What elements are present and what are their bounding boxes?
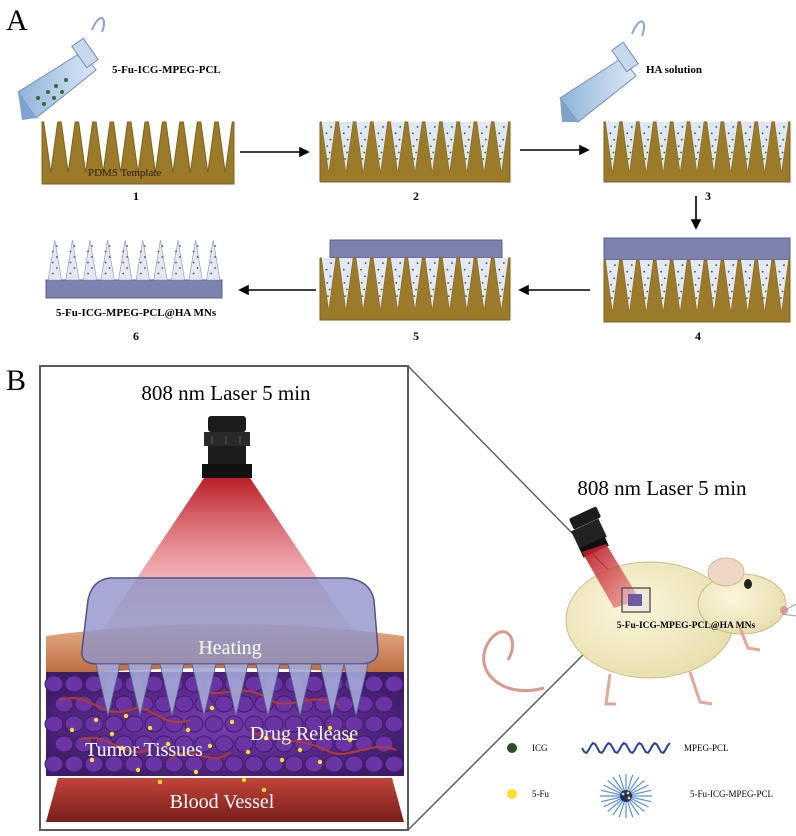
legend-mpeg-pcl-label: MPEG-PCL	[684, 743, 729, 753]
pdms-template-2	[319, 121, 511, 183]
mouse-treatment-area	[621, 587, 651, 613]
tube-2-label: HA solution	[646, 64, 702, 76]
tumor-tissues-label: Tumor Tissues	[85, 739, 203, 761]
drug-release-label: Drug Release	[250, 723, 358, 745]
mouse-patch-label: 5-Fu-ICG-MPEG-PCL@HA MNs	[617, 621, 756, 631]
heating-label: Heating	[198, 637, 261, 659]
laser-head-icon	[202, 416, 252, 478]
step-number-2: 2	[413, 189, 419, 203]
pdms-template-3	[603, 121, 791, 183]
mouse-laser-label: 808 nm Laser 5 min	[577, 476, 747, 500]
microneedles	[95, 663, 369, 717]
blood-vessel-label: Blood Vessel	[170, 791, 275, 813]
template-label: PDMS Template	[88, 167, 161, 179]
step-number-3: 3	[705, 189, 711, 203]
5-fu-particles	[69, 705, 353, 793]
mpeg-pcl-legend-icon	[581, 741, 671, 755]
tissue-cells	[44, 675, 404, 773]
panel-a-label: A	[6, 4, 28, 37]
tube-1-label: 5-Fu-ICG-MPEG-PCL	[112, 64, 221, 76]
step-number-4: 4	[695, 329, 701, 343]
step-number-6: 6	[133, 329, 139, 343]
icg-legend-icon	[507, 743, 517, 753]
legend-fu-label: 5-Fu	[532, 789, 550, 799]
product-label: 5-Fu-ICG-MPEG-PCL@HA MNs	[56, 307, 217, 319]
pdms-template-1	[41, 121, 235, 185]
step-number-1: 1	[133, 189, 139, 203]
panel-b-label: B	[6, 364, 26, 397]
mouse-laser-beam	[582, 544, 640, 608]
pdms-template-4	[603, 237, 791, 323]
pdms-template-5	[319, 239, 511, 321]
legend: ICG MPEG-PCL 5-Fu 5-Fu-ICG-MPEG-PCL	[507, 741, 773, 818]
step-number-5: 5	[413, 329, 419, 343]
tube-1-icon	[17, 17, 106, 120]
flow-arrows	[238, 144, 702, 296]
blood-vessel-layer	[46, 778, 404, 822]
zoom-laser-label: 808 nm Laser 5 min	[141, 381, 311, 405]
legend-micelle-label: 5-Fu-ICG-MPEG-PCL	[690, 789, 773, 799]
microneedle-patch-product	[45, 239, 223, 299]
legend-icg-label: ICG	[532, 743, 548, 753]
tube-2-icon	[559, 20, 646, 123]
mouse-icon	[482, 557, 796, 706]
fu-legend-icon	[507, 789, 517, 799]
mouse-patch-icon	[628, 594, 642, 606]
micelle-legend-icon	[600, 774, 652, 818]
